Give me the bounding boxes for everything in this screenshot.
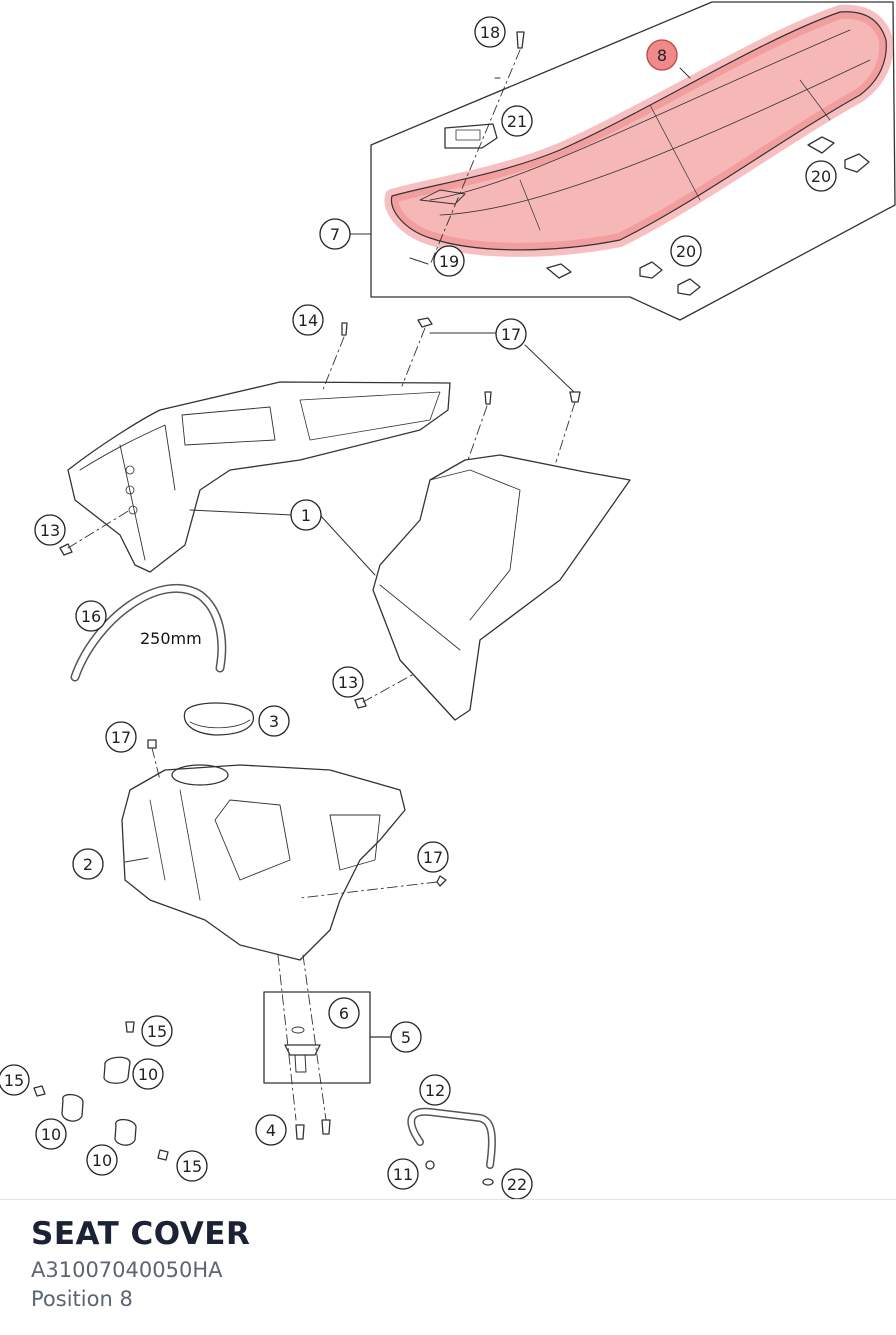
callout-5[interactable]: 5 [390,1021,422,1053]
callout-19[interactable]: 19 [433,245,465,277]
callout-label: 17 [501,325,521,344]
callout-label: 13 [40,521,60,540]
part-name: SEAT COVER [31,1216,251,1252]
callout-13[interactable]: 13 [332,666,364,698]
callout-label: 15 [4,1071,24,1090]
callout-label: 21 [507,112,527,131]
callout-12[interactable]: 12 [419,1074,451,1106]
callout-10[interactable]: 10 [35,1118,67,1150]
callout-label: 3 [269,712,279,731]
callout-label: 22 [507,1175,527,1194]
callout-1[interactable]: 1 [290,499,322,531]
callout-label: 1 [301,506,311,525]
callout-label: 2 [83,855,93,874]
seat-group-frame [370,1,896,321]
hose-length-label: 250mm [140,629,202,648]
callout-label: 17 [111,728,131,747]
callout-4[interactable]: 4 [255,1114,287,1146]
bolt-part-18 [516,31,525,49]
callout-2[interactable]: 2 [72,848,104,880]
callout-8[interactable]: 8 [646,39,678,71]
fuel-cap [183,702,255,736]
callout-17[interactable]: 17 [417,841,449,873]
seat-highlight[interactable] [384,4,894,257]
clip-part-21 [444,123,498,149]
callout-18[interactable]: 18 [474,16,506,48]
part-info-panel: SEAT COVER A31007040050HA Position 8 [31,1212,250,1314]
callout-15[interactable]: 15 [176,1150,208,1182]
callout-14[interactable]: 14 [292,304,324,336]
callout-3[interactable]: 3 [258,705,290,737]
callout-15[interactable]: 15 [141,1015,173,1047]
callout-17[interactable]: 17 [105,721,137,753]
callout-label: 10 [138,1065,158,1084]
callout-label: 10 [41,1125,61,1144]
side-panel-left [67,381,451,573]
callout-11[interactable]: 11 [387,1158,419,1190]
callout-label: 20 [676,242,696,261]
callout-label: 15 [147,1022,167,1041]
callout-7[interactable]: 7 [319,218,351,250]
part-position: Position 8 [31,1287,133,1311]
callout-label: 10 [92,1151,112,1170]
callout-label: 18 [480,23,500,42]
callout-6[interactable]: 6 [328,997,360,1029]
callout-10[interactable]: 10 [86,1144,118,1176]
callout-20[interactable]: 20 [805,160,837,192]
callout-label: 7 [330,225,340,244]
side-panel-right [372,454,631,721]
callout-10[interactable]: 10 [132,1058,164,1090]
callout-13[interactable]: 13 [34,514,66,546]
callout-label: 4 [266,1121,276,1140]
callout-label: 8 [657,46,667,65]
callout-label: 16 [81,607,101,626]
info-divider [0,1199,896,1200]
callout-21[interactable]: 21 [501,105,533,137]
callout-15[interactable]: 15 [0,1064,30,1096]
callout-label: 17 [423,848,443,867]
callout-label: 20 [811,167,831,186]
callout-label: 11 [393,1165,413,1184]
callout-label: 5 [401,1028,411,1047]
seat-outline [390,11,887,251]
callout-20[interactable]: 20 [670,235,702,267]
callout-label: 19 [439,252,459,271]
part-number: A31007040050HA [31,1258,223,1282]
callout-label: 6 [339,1004,349,1023]
callout-label: 12 [425,1081,445,1100]
callout-17[interactable]: 17 [495,318,527,350]
nut-part-20 [807,136,835,154]
callout-22[interactable]: 22 [501,1168,533,1200]
callout-label: 14 [298,311,318,330]
callout-label: 15 [182,1157,202,1176]
callout-16[interactable]: 16 [75,600,107,632]
callout-label: 13 [338,673,358,692]
fuel-tank [121,764,406,961]
